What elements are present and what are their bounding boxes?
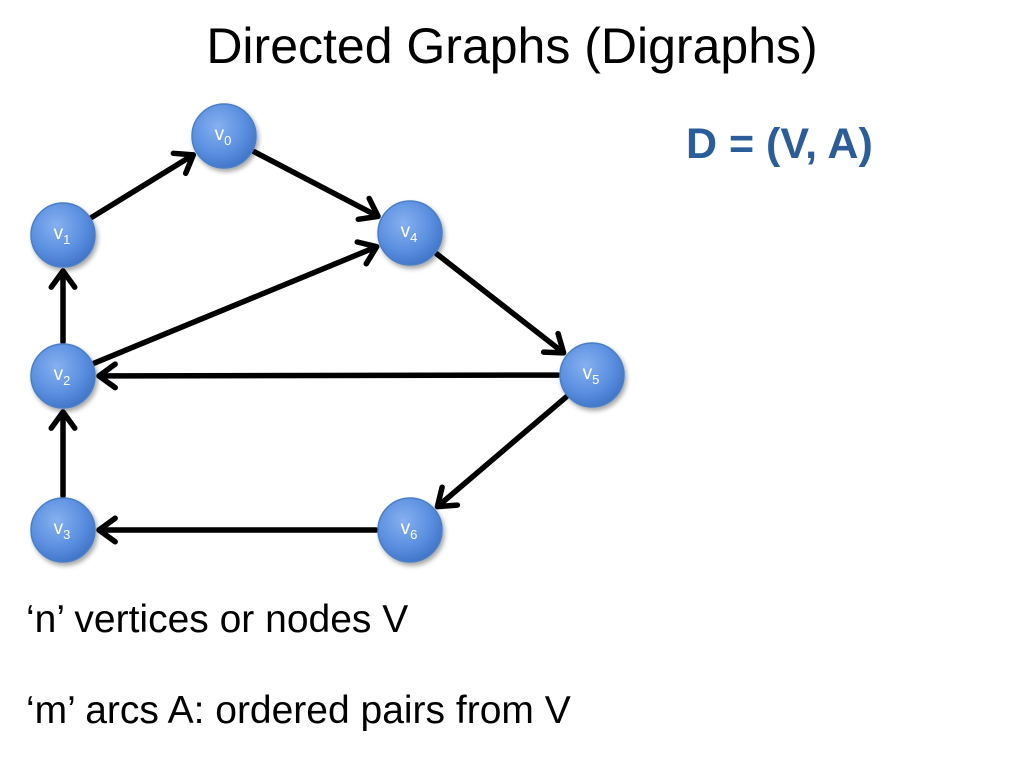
- node-circle: [30, 343, 96, 409]
- caption-vertices: ‘n’ vertices or nodes V: [26, 598, 409, 641]
- arc-v5-to-v6: [434, 394, 569, 510]
- node-circle: [191, 103, 257, 169]
- node-circle: [30, 202, 96, 268]
- node-label: v1: [54, 223, 71, 247]
- arcs-layer: [48, 148, 569, 545]
- arrowhead: [170, 150, 197, 177]
- node-label: v0: [215, 124, 232, 148]
- arc-v5-to-v2: [96, 361, 561, 391]
- node-circle: [559, 342, 625, 408]
- slide-title: Directed Graphs (Digraphs): [206, 18, 818, 74]
- nodes-layer: v0 v1 v2 v3 v4 v5 v6: [30, 103, 625, 563]
- node-v6: v6: [377, 497, 443, 563]
- node-v1: v1: [30, 202, 96, 268]
- arrowhead: [48, 268, 78, 290]
- arrowhead: [96, 515, 118, 545]
- arc-v6-to-v3: [96, 515, 379, 545]
- node-circle: [377, 200, 443, 266]
- arc-v2-to-v4: [91, 239, 380, 366]
- arrowhead: [540, 330, 567, 356]
- arc-v1-to-v0: [89, 150, 197, 220]
- node-circle: [377, 497, 443, 563]
- node-v0: v0: [191, 103, 257, 169]
- arrowhead: [48, 409, 78, 431]
- node-v5: v5: [559, 342, 625, 408]
- node-v2: v2: [30, 343, 96, 409]
- node-label: v3: [54, 518, 71, 542]
- node-v4: v4: [377, 200, 443, 266]
- node-circle: [30, 497, 96, 563]
- arc-v4-to-v5: [434, 251, 567, 356]
- node-label: v6: [401, 518, 418, 542]
- arrowhead: [355, 195, 381, 223]
- node-label: v2: [54, 364, 71, 388]
- node-label: v5: [583, 363, 600, 387]
- arrowhead: [434, 484, 461, 510]
- node-label: v4: [401, 221, 418, 245]
- arc-v0-to-v4: [251, 148, 381, 223]
- arrowhead: [354, 239, 380, 267]
- node-v3: v3: [30, 497, 96, 563]
- arc-v2-to-v1: [48, 268, 78, 345]
- caption-arcs: ‘m’ arcs A: ordered pairs from V: [26, 689, 571, 732]
- arc-v3-to-v2: [48, 409, 78, 499]
- digraph-definition: D = (V, A): [686, 120, 873, 168]
- arrowhead: [96, 361, 118, 391]
